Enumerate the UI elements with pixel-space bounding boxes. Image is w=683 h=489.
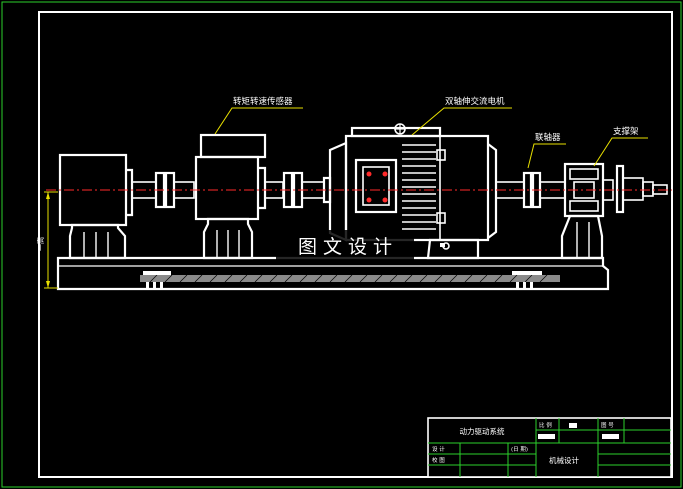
leader-motor xyxy=(411,107,512,136)
height-dimension-label: 一高 xyxy=(36,237,45,251)
leader-support-frame xyxy=(593,137,648,167)
title-design-label: 设 计 xyxy=(432,445,445,453)
inner-border xyxy=(38,11,673,478)
title-scale-label: 比 例 xyxy=(539,421,552,429)
support-frame xyxy=(560,162,668,260)
title-check-label: 校 图 xyxy=(432,456,445,464)
leader-torque-sensor xyxy=(214,107,303,135)
title-block xyxy=(427,417,672,478)
torque-speed-sensor xyxy=(194,133,267,260)
load-machine xyxy=(58,153,134,260)
title-date-label: (日 期) xyxy=(511,446,528,453)
watermark: 图 文 设 计 xyxy=(298,236,392,258)
ac-motor xyxy=(322,123,498,260)
label-torque-sensor: 转矩转速传感器 xyxy=(233,96,293,107)
label-motor: 双轴伸交流电机 xyxy=(445,96,505,107)
watermark-background xyxy=(276,230,414,260)
title-drawing-no-label: 图 号 xyxy=(601,421,614,429)
label-support-frame: 支撑架 xyxy=(613,126,639,137)
title-project-name: 动力驱动系统 xyxy=(460,426,505,436)
leader-coupling xyxy=(527,143,566,169)
title-course-name: 机械设计 xyxy=(549,455,579,465)
height-dimension xyxy=(44,191,58,289)
base-plate xyxy=(56,256,610,291)
label-coupling: 联轴器 xyxy=(535,132,561,143)
